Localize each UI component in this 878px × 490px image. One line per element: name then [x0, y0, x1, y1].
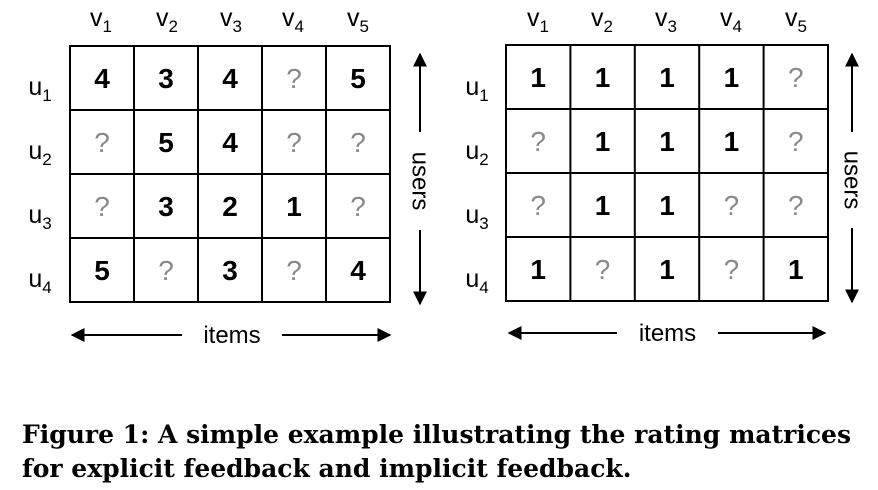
rating-cell: 1 — [595, 126, 611, 157]
user-label-u1: u1 — [28, 73, 51, 105]
user-label-u2: u2 — [465, 137, 488, 169]
figure-caption: Figure 1: A simple example illustrating … — [22, 420, 852, 483]
items-axis-label: items — [639, 320, 696, 347]
users-axis-label: users — [839, 151, 866, 210]
user-label-u3: u3 — [465, 201, 488, 233]
explicit-feedback-matrix: v1 v2 v3 v4 v5 u1 u2 u3 u4 4 3 4? 5? 5 4??? 3 2 1? 5? 3? 4 it… — [28, 4, 433, 349]
unknown-rating-cell: ? — [788, 190, 804, 221]
rating-cell: 1 — [659, 190, 675, 221]
rating-cell: 1 — [659, 62, 675, 93]
item-label-v1: v1 — [90, 4, 112, 36]
rating-cell: 1 — [659, 254, 675, 285]
unknown-rating-cell: ? — [530, 190, 546, 221]
unknown-rating-cell: ? — [788, 62, 804, 93]
rating-cell: 1 — [659, 126, 675, 157]
item-label-v2: v2 — [156, 4, 178, 36]
user-label-u4: u4 — [465, 265, 488, 297]
rating-cell: 1 — [530, 62, 546, 93]
rating-cell: 1 — [788, 254, 804, 285]
unknown-rating-cell: ? — [286, 127, 302, 158]
unknown-rating-cell: ? — [724, 254, 740, 285]
rating-cell: 1 — [286, 191, 302, 222]
user-label-u4: u4 — [28, 265, 51, 297]
rating-cell: 3 — [158, 63, 174, 94]
unknown-rating-cell: ? — [158, 255, 174, 286]
rating-cell: 5 — [158, 127, 174, 158]
rating-cell: 2 — [222, 191, 238, 222]
unknown-rating-cell: ? — [788, 126, 804, 157]
unknown-rating-cell: ? — [350, 191, 366, 222]
rating-cell: 3 — [158, 191, 174, 222]
unknown-rating-cell: ? — [286, 63, 302, 94]
rating-cell: 1 — [724, 126, 740, 157]
unknown-rating-cell: ? — [530, 126, 546, 157]
rating-cell: 1 — [724, 62, 740, 93]
item-label-v5: v5 — [785, 4, 807, 36]
unknown-rating-cell: ? — [350, 127, 366, 158]
unknown-rating-cell: ? — [724, 190, 740, 221]
rating-cell: 1 — [595, 62, 611, 93]
rating-cell: 1 — [530, 254, 546, 285]
rating-cell: 4 — [222, 63, 238, 94]
unknown-rating-cell: ? — [94, 127, 110, 158]
item-label-v5: v5 — [347, 4, 369, 36]
item-label-v3: v3 — [220, 4, 242, 36]
rating-cell: 4 — [222, 127, 238, 158]
rating-cell: 5 — [94, 255, 110, 286]
rating-cell: 4 — [350, 255, 366, 286]
item-label-v2: v2 — [591, 4, 613, 36]
unknown-rating-cell: ? — [286, 255, 302, 286]
implicit-feedback-matrix: v1 v2 v3 v4 v5 u1 u2 u3 u4 1 1 1 1?? 1 1 1?? 1 1?? 1? 1? 1 it… — [465, 4, 865, 347]
rating-cell: 4 — [94, 63, 110, 94]
unknown-rating-cell: ? — [595, 254, 611, 285]
unknown-rating-cell: ? — [94, 191, 110, 222]
item-label-v4: v4 — [282, 4, 304, 36]
user-label-u2: u2 — [28, 137, 51, 169]
rating-cell: 1 — [595, 190, 611, 221]
item-label-v1: v1 — [527, 4, 549, 36]
items-axis-label: items — [203, 322, 260, 349]
rating-cell: 3 — [222, 255, 238, 286]
rating-cell: 5 — [350, 63, 366, 94]
item-label-v4: v4 — [720, 4, 742, 36]
user-label-u3: u3 — [28, 201, 51, 233]
users-axis-label: users — [407, 152, 434, 211]
item-label-v3: v3 — [655, 4, 677, 36]
rating-matrices-figure: v1 v2 v3 v4 v5 u1 u2 u3 u4 4 3 4? 5? 5 4??? 3 2 1? 5? 3? 4 it… — [28, 4, 865, 349]
user-label-u1: u1 — [465, 73, 488, 105]
